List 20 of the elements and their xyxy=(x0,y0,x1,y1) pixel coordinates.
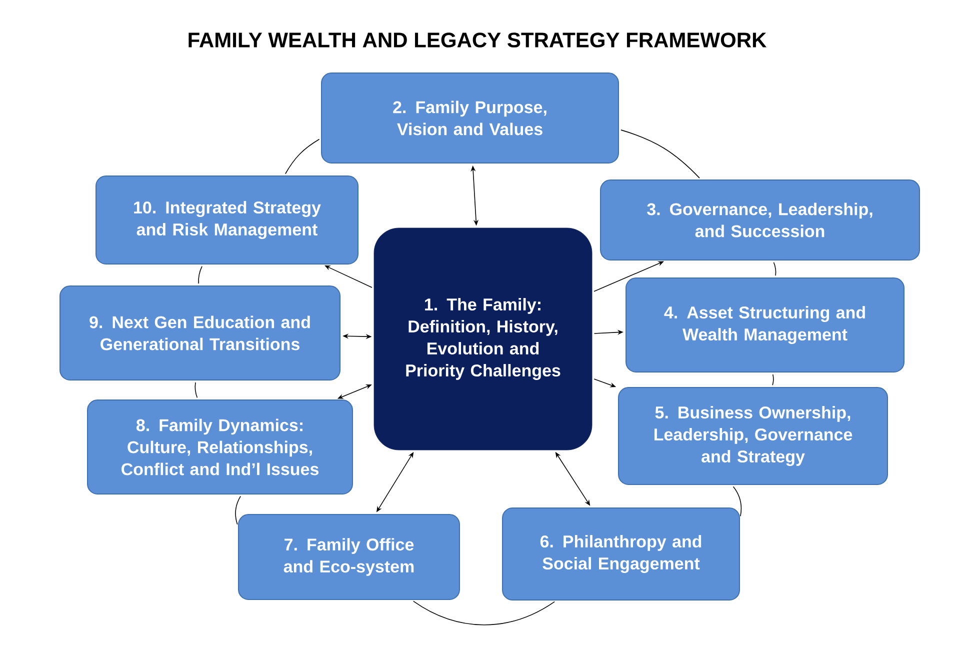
topic-box: 6. Philanthropy and Social Engagement xyxy=(502,508,740,600)
connector-arc xyxy=(620,130,700,178)
connector-arc xyxy=(772,374,774,386)
topic-box: 4. Asset Structuring and Wealth Management xyxy=(626,278,905,372)
center-box: 1. The Family: Definition, History, Evolution and Priority Challenges xyxy=(374,228,592,450)
connector-arc xyxy=(285,138,320,174)
topic-box: 10. Integrated Strategy and Risk Management xyxy=(96,176,358,264)
topic-box: 2. Family Purpose, Vision and Values xyxy=(321,72,619,164)
topic-box: 8. Family Dynamics: Culture, Relationships, Conflict and Ind’l Issues xyxy=(87,400,353,494)
connector-arc xyxy=(194,382,198,398)
topic-box: 7. Family Office and Eco-system xyxy=(238,514,460,600)
topic-box: 3. Governance, Leadership, and Succession xyxy=(600,180,920,260)
connector-arc xyxy=(198,266,202,284)
connector-arc xyxy=(773,262,776,276)
topic-box: 9. Next Gen Education and Generational Transitions xyxy=(60,286,340,380)
connector-arc xyxy=(235,496,241,525)
topic-box: 5. Business Ownership, Leadership, Governance and Strategy xyxy=(618,387,888,485)
connector-arc xyxy=(732,486,742,517)
title: FAMILY WEALTH AND LEGACY STRATEGY FRAMEWORK xyxy=(188,32,767,48)
connector-arc xyxy=(413,600,555,626)
